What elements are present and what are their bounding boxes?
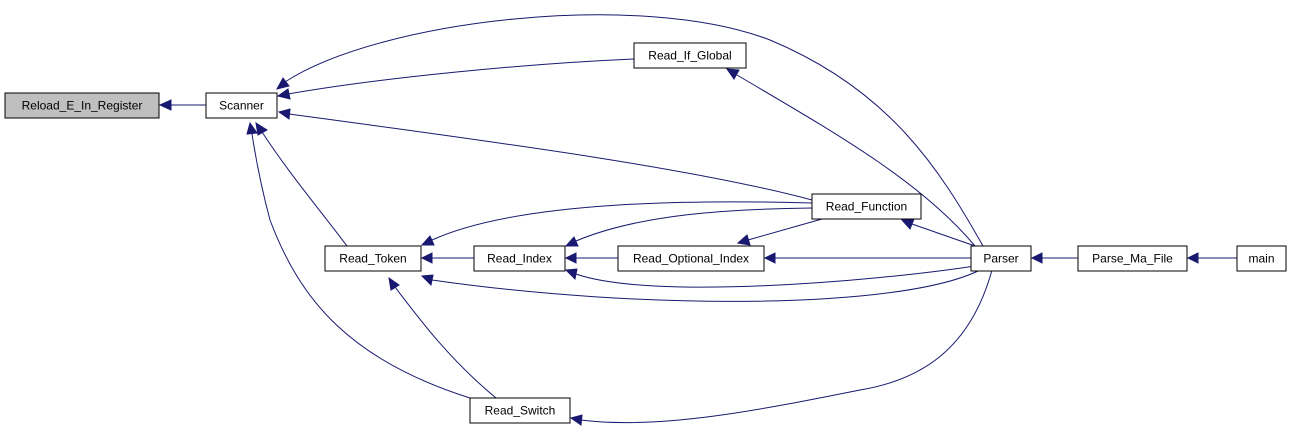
edge-parser-to-read-index [575, 265, 976, 288]
edge-read-switch-to-scanner [251, 133, 471, 399]
edge-read-if-global-to-scanner [287, 58, 635, 95]
node-label: Read_Token [339, 252, 406, 266]
edge-read-function-to-scanner [288, 113, 813, 201]
node-label: Scanner [219, 99, 264, 113]
node-parse-ma-file[interactable]: Parse_Ma_File [1077, 245, 1188, 272]
arrowhead-scanner-from-read-switch [246, 121, 258, 135]
node-main[interactable]: main [1236, 245, 1287, 272]
edge-read-switch-to-read-token [394, 286, 497, 399]
nodes: Reload_E_In_Register Scanner Read_If_Glo… [4, 42, 1287, 424]
node-read-token[interactable]: Read_Token [324, 245, 422, 272]
node-label: Parse_Ma_File [1092, 252, 1173, 266]
edge-read-function-to-read-index [575, 207, 813, 242]
arrowhead-read-index-from-read-optional-index [564, 252, 577, 264]
arrowhead-read-index-from-read-function [564, 236, 579, 247]
edge-parser-to-scanner-arc [284, 14, 984, 247]
node-scanner[interactable]: Scanner [205, 92, 278, 119]
arrowhead-scanner-from-parser [276, 77, 290, 90]
node-label: Parser [983, 252, 1018, 266]
arrowhead-read-token-from-read-function [420, 235, 435, 246]
node-read-index[interactable]: Read_Index [473, 245, 566, 272]
arrowhead-parse-ma-file [1186, 252, 1199, 264]
arrowhead-scanner-from-read-function [277, 108, 291, 120]
arrowhead-read-optional-index-from-parser [763, 252, 776, 264]
edge-read-function-to-read-token [431, 201, 813, 241]
arrowhead-read-optional-index-from-read-function [736, 234, 751, 246]
arrowhead-scanner-from-read-if-global [276, 88, 291, 100]
node-label: main [1248, 252, 1274, 266]
node-parser[interactable]: Parser [970, 245, 1032, 272]
arrowhead-read-switch-from-parser [569, 414, 583, 426]
arrowhead-read-function-from-parser [900, 218, 915, 230]
edge-parser-to-read-if-global [736, 74, 976, 247]
arrowhead-reload [158, 99, 172, 111]
edge-parser-to-read-token [431, 269, 981, 302]
node-read-function[interactable]: Read_Function [811, 193, 922, 220]
node-label: Reload_E_In_Register [22, 99, 143, 113]
arrowhead-read-index-from-parser [564, 268, 578, 281]
node-label: Read_Switch [485, 404, 556, 418]
node-label: Read_Index [487, 252, 552, 266]
node-label: Read_Optional_Index [633, 252, 749, 266]
edges [158, 14, 1237, 426]
node-label: Read_If_Global [648, 49, 731, 63]
arrowhead-read-token-from-parser [420, 274, 434, 287]
arrowhead-parser [1030, 252, 1043, 264]
edge-parser-to-read-function [911, 223, 976, 247]
arrowhead-scanner-from-read-token [255, 121, 268, 136]
arrowhead-read-if-global [725, 68, 740, 80]
edge-parser-to-read-switch [580, 269, 993, 424]
edge-read-function-to-read-optional-index [747, 218, 823, 241]
node-read-if-global[interactable]: Read_If_Global [633, 42, 747, 69]
node-label: Read_Function [826, 200, 907, 214]
arrowhead-read-token-from-read-switch [388, 276, 400, 291]
node-reload-e-in-register[interactable]: Reload_E_In_Register [4, 92, 160, 119]
node-read-optional-index[interactable]: Read_Optional_Index [617, 245, 765, 272]
node-read-switch[interactable]: Read_Switch [469, 397, 571, 424]
arrowhead-read-token-from-read-index [420, 252, 433, 264]
edge-read-token-to-scanner [261, 131, 348, 247]
